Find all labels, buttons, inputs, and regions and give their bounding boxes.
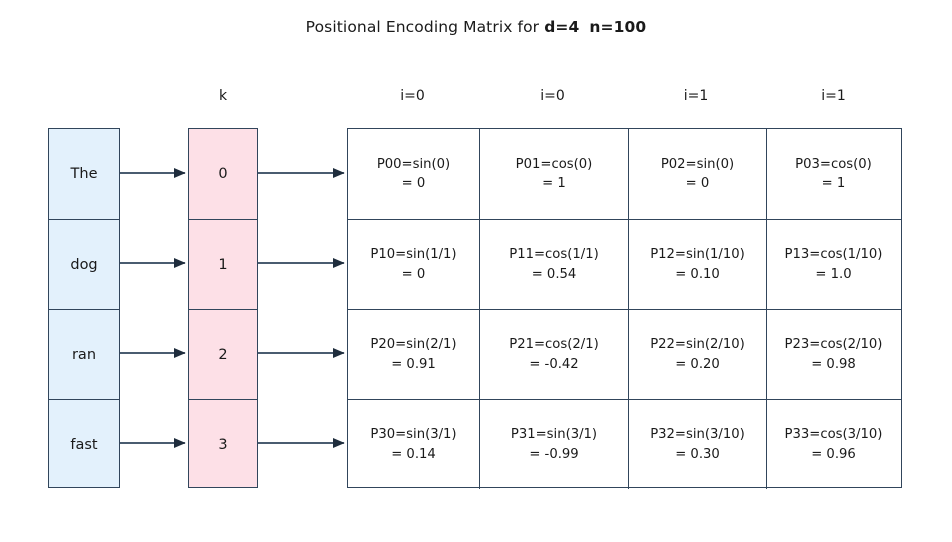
cell-expression: P31=sin(3/1) [510,427,598,443]
cell-expression: P23=cos(2/10) [784,337,883,353]
cell-expression: P21=cos(2/1) [509,337,599,353]
matrix-cell: P21=cos(2/1) = -0.42 [479,310,628,399]
matrix-cell: P20=sin(2/1) = 0.91 [348,310,479,399]
matrix-cell: P00=sin(0) = 0 [348,129,479,219]
cell-expression: P00=sin(0) [376,156,451,172]
cell-expression: P32=sin(3/10) [650,427,745,443]
matrix-cell: P13=cos(1/10) = 1.0 [766,220,900,309]
header-column-2: i=1 [683,88,709,104]
k-cell: 0 [218,166,228,182]
cell-expression: P11=cos(1/1) [509,247,599,263]
cell-value: = 0 [685,176,710,191]
matrix-row: P00=sin(0) = 0 P01=cos(0) = 1 P02=sin(0)… [348,129,901,219]
cell-expression: P03=cos(0) [795,156,872,172]
cell-value: = 0.10 [675,266,720,282]
cell-value: = 0.30 [675,446,720,462]
matrix-cell: P12=sin(1/10) = 0.10 [628,220,766,309]
k-index-column: 0 1 2 3 [188,128,258,488]
cell-value: = 1 [821,176,846,191]
header-column-0: i=0 [400,88,425,104]
cell-value: = 0.96 [811,446,856,462]
cell-value: = 0.54 [531,266,577,282]
matrix-cell: P22=sin(2/10) = 0.20 [628,310,766,399]
cell-expression: P13=cos(1/10) [784,247,883,263]
cell-value: = 0.91 [391,356,436,372]
cell-value: = -0.42 [529,356,579,372]
word-to-k-arrows [120,167,186,449]
cell-value: = 0.14 [391,446,436,462]
cell-expression: P30=sin(3/1) [370,427,457,443]
cell-value: = 1 [542,176,566,191]
matrix-cell: P32=sin(3/10) = 0.30 [628,400,766,489]
title-prefix: Positional Encoding Matrix for [305,18,545,36]
cell-value: = 1.0 [815,266,852,282]
cell-expression: P01=cos(0) [515,156,593,172]
title-n-label: n=100 [589,18,647,36]
cell-expression: P20=sin(2/1) [370,337,457,353]
title-gap [579,18,589,36]
cell-value: = 0 [401,266,426,282]
matrix-row: P20=sin(2/1) = 0.91 P21=cos(2/1) = -0.42… [348,309,901,399]
header-k: k [218,88,228,104]
matrix-cell: P33=cos(3/10) = 0.96 [766,400,900,489]
word-column: The dog ran fast [48,128,120,488]
cell-value: = 0.98 [811,356,856,372]
cell-value: = 0.20 [675,356,720,372]
matrix-cell: P02=sin(0) = 0 [628,129,766,219]
positional-encoding-matrix: P00=sin(0) = 0 P01=cos(0) = 1 P02=sin(0)… [347,128,902,489]
word-cell: dog [49,219,119,309]
page-title: Positional Encoding Matrix for d=4 n=100 [0,18,952,36]
word-cell: The [70,166,98,182]
matrix-cell: P30=sin(3/1) = 0.14 [348,400,479,489]
matrix-cell: P11=cos(1/1) = 0.54 [479,220,628,309]
matrix-cell: P10=sin(1/1) = 0 [348,220,479,309]
word-cell: fast [49,399,119,489]
cell-value: = 0 [401,176,426,191]
k-cell: 2 [189,309,257,399]
k-cell: 1 [189,219,257,309]
header-column-1: i=0 [540,88,565,104]
cell-expression: P12=sin(1/10) [650,247,745,263]
matrix-cell: P03=cos(0) = 1 [766,129,900,219]
cell-value: = -0.99 [529,446,579,462]
matrix-cell: P23=cos(2/10) = 0.98 [766,310,900,399]
matrix-row: P30=sin(3/1) = 0.14 P31=sin(3/1) = -0.99… [348,399,901,489]
title-d-label: d=4 [544,18,580,36]
cell-expression: P02=sin(0) [660,156,735,172]
matrix-row: P10=sin(1/1) = 0 P11=cos(1/1) = 0.54 P12… [348,219,901,309]
matrix-cell: P01=cos(0) = 1 [479,129,628,219]
cell-expression: P22=sin(2/10) [650,337,745,353]
header-column-3: i=1 [821,88,846,104]
cell-expression: P33=cos(3/10) [784,427,883,443]
k-to-matrix-arrows [258,167,345,449]
k-cell: 3 [189,399,257,489]
matrix-cell: P31=sin(3/1) = -0.99 [479,400,628,489]
cell-expression: P10=sin(1/1) [370,247,457,263]
word-cell: ran [49,309,119,399]
